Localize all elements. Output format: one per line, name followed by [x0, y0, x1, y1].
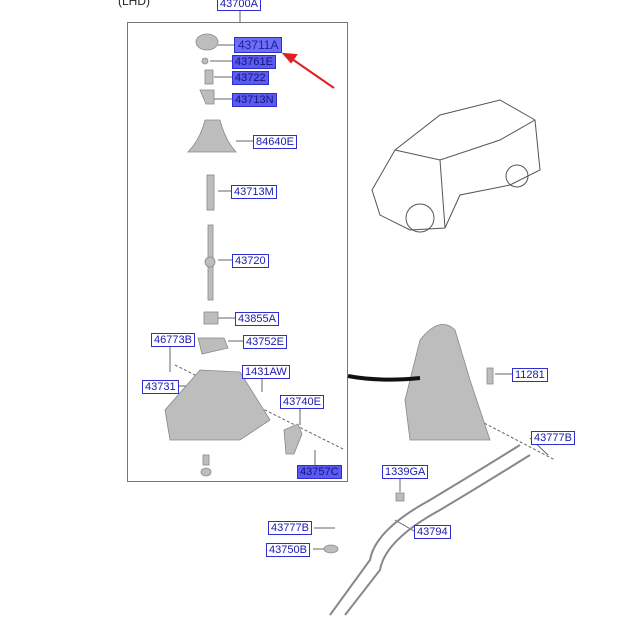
label-43713M[interactable]: 43713M	[231, 185, 277, 199]
label-43720[interactable]: 43720	[232, 254, 269, 268]
red-arrow	[281, 52, 335, 89]
leader-connector	[347, 374, 421, 382]
assembly-frame	[127, 22, 348, 482]
label-1431AW[interactable]: 1431AW	[242, 365, 290, 379]
label-43740E[interactable]: 43740E	[280, 395, 324, 409]
label-43711A[interactable]: 43711A	[234, 37, 283, 53]
label-43777B-left[interactable]: 43777B	[268, 521, 312, 535]
vehicle-illustration	[371, 99, 541, 233]
label-84640E[interactable]: 84640E	[253, 135, 297, 149]
label-43722[interactable]: 43722	[232, 71, 269, 85]
part-shapes	[164, 33, 494, 554]
label-43757C[interactable]: 43757C	[297, 465, 342, 479]
label-43855A[interactable]: 43855A	[235, 312, 279, 326]
label-43700A[interactable]: 43700A	[217, 0, 261, 11]
label-43752E[interactable]: 43752E	[243, 335, 287, 349]
label-43731[interactable]: 43731	[142, 380, 179, 394]
label-43761E[interactable]: 43761E	[232, 55, 276, 69]
label-11281[interactable]: 11281	[512, 368, 548, 382]
label-1339GA[interactable]: 1339GA	[382, 465, 429, 479]
cables	[329, 444, 531, 616]
label-43713N[interactable]: 43713N	[232, 93, 277, 107]
label-43750B[interactable]: 43750B	[266, 543, 310, 557]
label-43794[interactable]: 43794	[414, 525, 451, 539]
label-43777B-right[interactable]: 43777B	[531, 431, 575, 445]
label-46773B[interactable]: 46773B	[151, 333, 195, 347]
variant-label: (LHD)	[118, 0, 150, 8]
